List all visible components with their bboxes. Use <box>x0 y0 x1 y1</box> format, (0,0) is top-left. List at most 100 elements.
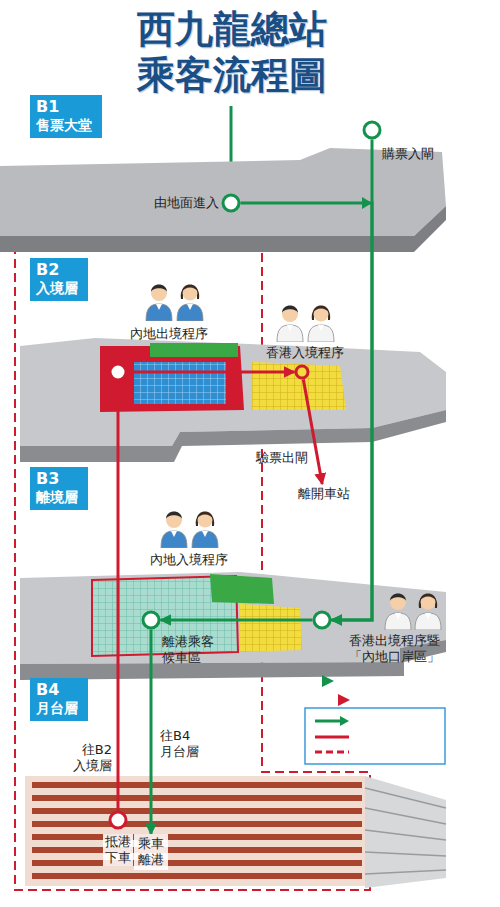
step-circle-shape <box>312 610 332 630</box>
step-circle <box>110 812 126 828</box>
legend-box <box>305 708 445 764</box>
floor-label: B4月台層 <box>30 678 88 721</box>
flow-arrow <box>161 619 313 622</box>
hk-departure-point: 香港出境程序暨 「內地口岸區」 <box>312 610 332 630</box>
flow-arrow <box>128 371 295 374</box>
step-label-wrap: 購票入閘 <box>382 146 434 162</box>
floor-name: 入境層 <box>36 279 78 297</box>
step-label: 由地面進入 <box>154 195 219 211</box>
step-label-wrap: 由地面進入 <box>154 195 219 211</box>
platform-floor <box>25 776 365 886</box>
hk-zone-grid <box>240 604 302 652</box>
step-label: 購票入閘 <box>382 146 434 162</box>
track-line <box>365 830 446 840</box>
step-circle-shape <box>294 364 310 380</box>
floor-label: B1售票大堂 <box>30 95 102 138</box>
legend-marker <box>338 694 350 706</box>
flow-arrow <box>303 379 322 484</box>
legend-dashed-line <box>315 751 349 754</box>
officer-icon <box>192 512 218 549</box>
floor-name: 離境層 <box>36 488 78 506</box>
hk-zone <box>240 604 302 652</box>
step-circle <box>364 122 380 138</box>
track <box>32 821 362 827</box>
floor-code: B4 <box>36 680 78 699</box>
edge-label: 往B2 入境層 <box>66 742 112 774</box>
step-circle-shape <box>362 120 382 140</box>
end-label: 離開車站 <box>298 486 350 502</box>
legend-green-line <box>315 720 342 723</box>
mainland-counter <box>150 343 238 357</box>
floor-code: B1 <box>36 97 92 116</box>
entry-point: 由地面進入 <box>221 193 241 213</box>
mainland-exit-point: 內地出境程序 <box>108 362 128 382</box>
floor-name: 售票大堂 <box>36 116 92 134</box>
floor-slab-side <box>0 206 446 252</box>
ticket-gate: 購票入閘 <box>362 120 382 140</box>
waiting-area-point: 離港乘客 候車區 <box>141 610 161 630</box>
officer-icon <box>415 594 441 631</box>
track-group <box>32 782 362 879</box>
diagram-title: 西九龍總站 乘客流程圖 <box>128 6 336 98</box>
officer-icon <box>277 306 303 343</box>
step-label-wrap: 離港乘客 候車區 <box>162 634 220 666</box>
track <box>32 847 362 853</box>
track-line <box>365 852 446 856</box>
step-circle-shape <box>108 362 128 382</box>
floor-slab <box>0 148 446 236</box>
track <box>32 860 362 866</box>
connector-group <box>118 140 372 835</box>
flow-arrow <box>117 382 120 811</box>
officer-icon <box>161 512 187 549</box>
step-circle <box>110 364 126 380</box>
track <box>32 782 362 788</box>
step-circle <box>223 195 239 211</box>
step-circle <box>296 366 308 378</box>
edge-label: 驗票出閘 <box>256 450 308 466</box>
floor-name: 月台層 <box>36 699 78 717</box>
edge-label: 往B4 月台層 <box>160 728 206 760</box>
hall-grid <box>134 362 226 404</box>
hk-zone-grid <box>252 362 346 410</box>
floor-label: B3離境層 <box>30 467 88 510</box>
legend-green-head <box>340 716 349 726</box>
track <box>32 808 362 814</box>
mainland-hall <box>134 362 226 404</box>
legend-red-line <box>315 736 349 739</box>
officer-icon <box>385 594 411 631</box>
flow-arrow <box>150 630 153 835</box>
flow-arrow <box>241 203 373 620</box>
legend-marker <box>322 675 334 687</box>
arrival-point: 抵港 下車 <box>108 810 128 830</box>
officer-icon <box>177 285 203 322</box>
floor-slab-side <box>20 410 446 462</box>
step-label: 離港乘客 候車區 <box>162 634 220 666</box>
step-label-wrap: 抵港 下車 <box>103 834 133 866</box>
departure-point: 乘車 離港 <box>134 834 168 870</box>
hk-entry-point: 香港入境程序 <box>294 364 310 380</box>
track <box>32 834 362 840</box>
step-label: 香港出境程序暨 「內地口岸區」 <box>340 633 440 665</box>
step-circle <box>143 612 159 628</box>
mainland-counter <box>210 574 274 604</box>
track <box>32 873 362 879</box>
flow-arrow <box>332 140 373 621</box>
step-circle-shape <box>221 193 241 213</box>
step-label: 香港入境程序 <box>266 345 344 361</box>
end-label: 乘車 離港 <box>136 836 166 868</box>
step-label: 內地出境程序 <box>130 326 208 342</box>
track-approach <box>365 776 446 888</box>
floor-code: B3 <box>36 469 78 488</box>
track <box>32 795 362 801</box>
step-label-wrap: 香港入境程序 <box>266 345 344 361</box>
floor-label: B2入境層 <box>30 258 88 301</box>
step-label: 抵港 下車 <box>103 834 133 866</box>
step-circle-shape <box>108 810 128 830</box>
floor-slab <box>20 572 446 664</box>
step-label-wrap: 內地出境程序 <box>130 326 208 342</box>
hk-zone <box>252 362 346 410</box>
step-circle-shape <box>141 610 161 630</box>
step-label-wrap: 香港出境程序暨 「內地口岸區」 <box>340 633 440 665</box>
